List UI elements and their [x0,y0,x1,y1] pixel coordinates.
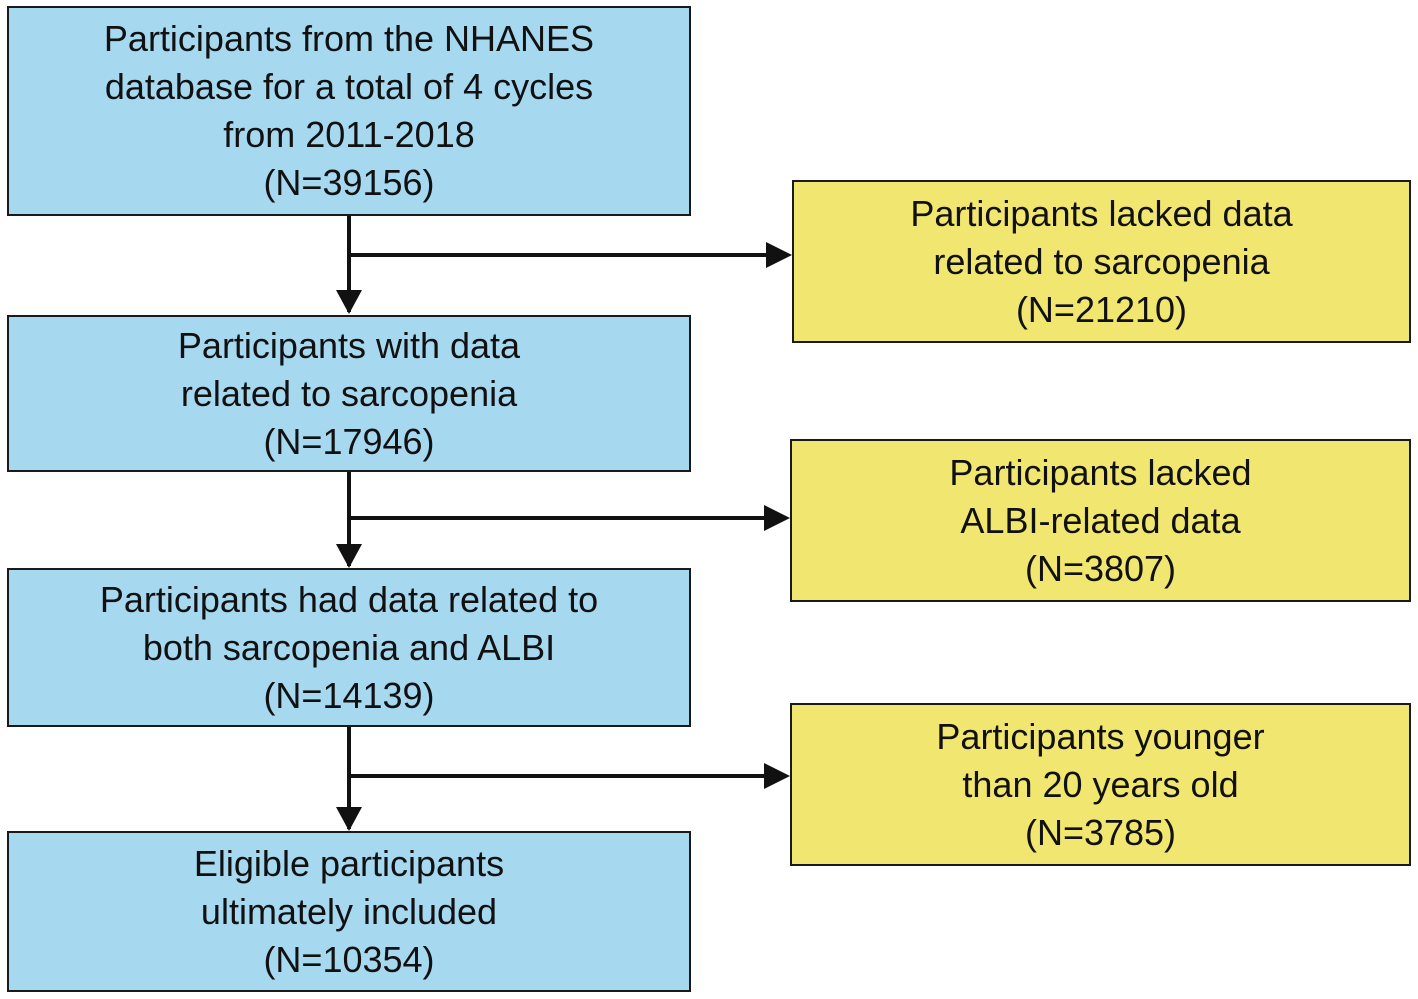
box-count: (N=3785) [1024,811,1177,853]
box-text-line: Participants had data related to [99,578,599,620]
box-text-line: Participants lacked [949,451,1252,493]
exclusion-younger-than-20: Participants younger than 20 years old (… [790,703,1411,866]
box-text-line: from 2011-2018 [223,114,475,155]
arrowhead-right-1 [766,242,792,268]
box-count: (N=3807) [1024,547,1177,589]
arrowhead-right-3 [764,763,790,789]
box-text-line: Eligible participants [193,842,505,884]
arrowhead-down-2 [336,544,362,568]
step-sarcopenia-data: Participants with data related to sarcop… [7,315,691,472]
exclusion-lacked-albi-data: Participants lacked ALBI-related data (N… [790,439,1411,602]
box-text-line: Participants from the NHANES [103,18,595,59]
box-text-line: both sarcopenia and ALBI [142,626,556,668]
box-count: (N=21210) [1015,288,1188,330]
exclusion-lacked-sarcopenia-data: Participants lacked data related to sarc… [792,180,1411,343]
box-count: (N=14139) [263,674,435,716]
box-text-line: database for a total of 4 cycles [104,66,594,107]
arrowhead-right-2 [764,505,790,531]
box-count: (N=10354) [263,938,435,980]
box-text-line: Participants younger [936,715,1265,757]
box-count: (N=39156) [263,162,435,203]
box-text-line: Participants with data [177,324,521,366]
box-text-line: than 20 years old [962,763,1239,805]
step-initial-participants: Participants from the NHANES database fo… [7,6,691,216]
arrowhead-down-1 [336,290,362,314]
box-text-line: ultimately included [200,890,498,932]
arrowhead-down-3 [336,807,362,831]
box-text-line: related to sarcopenia [180,372,518,414]
box-text-line: related to sarcopenia [933,240,1270,282]
box-text-line: Participants lacked data [910,192,1293,234]
step-eligible-participants: Eligible participants ultimately include… [7,831,691,992]
box-count: (N=17946) [263,420,435,462]
box-text-line: ALBI-related data [960,499,1241,541]
step-sarcopenia-albi-data: Participants had data related to both sa… [7,568,691,727]
